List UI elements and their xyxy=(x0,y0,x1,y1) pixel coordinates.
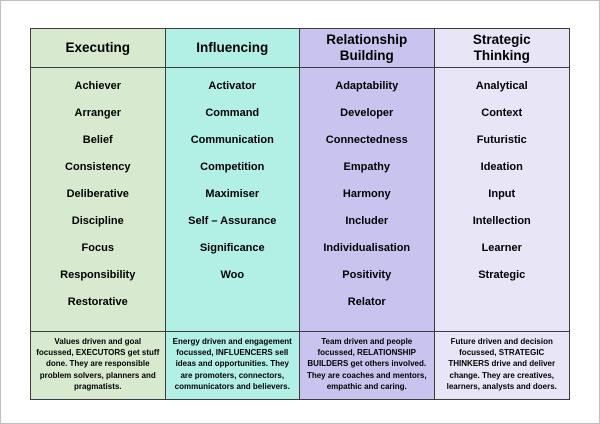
strength-item: Woo xyxy=(220,269,245,281)
strength-item: Relator xyxy=(347,296,386,308)
strength-item: Connectedness xyxy=(325,134,408,146)
column-description: Team driven and people focussed, RELATIO… xyxy=(306,337,427,391)
column-description: Future driven and decision focussed, STR… xyxy=(446,337,557,391)
strength-item: Maximiser xyxy=(205,188,260,200)
strength-item: Harmony xyxy=(342,188,391,200)
header-strategic-thinking: Strategic Thinking xyxy=(434,29,569,68)
header-influencing: Influencing xyxy=(165,29,300,68)
strength-item: Belief xyxy=(82,134,113,146)
strength-item: Developer xyxy=(340,107,394,119)
strength-item: Self – Assurance xyxy=(188,215,277,227)
description-strategic-thinking: Future driven and decision focussed, STR… xyxy=(434,332,569,399)
strength-item: Responsibility xyxy=(60,269,136,281)
strengths-list-influencing: Activator Command Communication Competit… xyxy=(165,68,300,332)
strength-item: Ideation xyxy=(480,161,523,173)
strength-item: Focus xyxy=(81,242,114,254)
column-description: Energy driven and engagement focussed, I… xyxy=(172,337,292,391)
strength-item: Learner xyxy=(481,242,522,254)
strength-item: Competition xyxy=(200,161,265,173)
strengths-table: Executing Influencing Relationship Build… xyxy=(30,28,570,400)
description-relationship-building: Team driven and people focussed, RELATIO… xyxy=(300,332,435,399)
strength-item: Futuristic xyxy=(476,134,527,146)
strength-item: Arranger xyxy=(74,107,121,119)
description-executing: Values driven and goal focussed, EXECUTO… xyxy=(31,332,166,399)
strengths-list-strategic-thinking: Analytical Context Futuristic Ideation I… xyxy=(434,68,569,332)
strength-item: Consistency xyxy=(65,161,131,173)
strength-item: Positivity xyxy=(342,269,392,281)
column-title: Strategic Thinking xyxy=(472,32,531,63)
strength-item: Strategic xyxy=(478,269,526,281)
header-relationship-building: Relationship Building xyxy=(300,29,435,68)
strength-item: Command xyxy=(205,107,260,119)
strength-item: Communication xyxy=(190,134,274,146)
strengths-list-relationship-building: Adaptability Developer Connectedness Emp… xyxy=(300,68,435,332)
description-influencing: Energy driven and engagement focussed, I… xyxy=(165,332,300,399)
strength-item: Activator xyxy=(208,80,257,92)
column-title: Influencing xyxy=(196,40,269,56)
strengths-list-executing: Achiever Arranger Belief Consistency Del… xyxy=(31,68,166,332)
strength-item: Restorative xyxy=(67,296,128,308)
strength-item: Significance xyxy=(199,242,265,254)
strength-item: Achiever xyxy=(74,80,121,92)
column-description: Values driven and goal focussed, EXECUTO… xyxy=(36,337,160,391)
strength-item: Intellection xyxy=(472,215,531,227)
strength-item: Discipline xyxy=(71,215,124,227)
column-title: Executing xyxy=(65,40,130,56)
strength-item: Deliberative xyxy=(66,188,129,200)
strength-item: Includer xyxy=(345,215,389,227)
strength-item: Input xyxy=(488,188,516,200)
column-title: Relationship Building xyxy=(326,32,408,63)
strength-item: Context xyxy=(481,107,523,119)
strength-item: Adaptability xyxy=(335,80,399,92)
header-executing: Executing xyxy=(31,29,166,68)
strength-item: Analytical xyxy=(475,80,528,92)
strength-item: Individualisation xyxy=(323,242,411,254)
strength-item: Empathy xyxy=(343,161,390,173)
